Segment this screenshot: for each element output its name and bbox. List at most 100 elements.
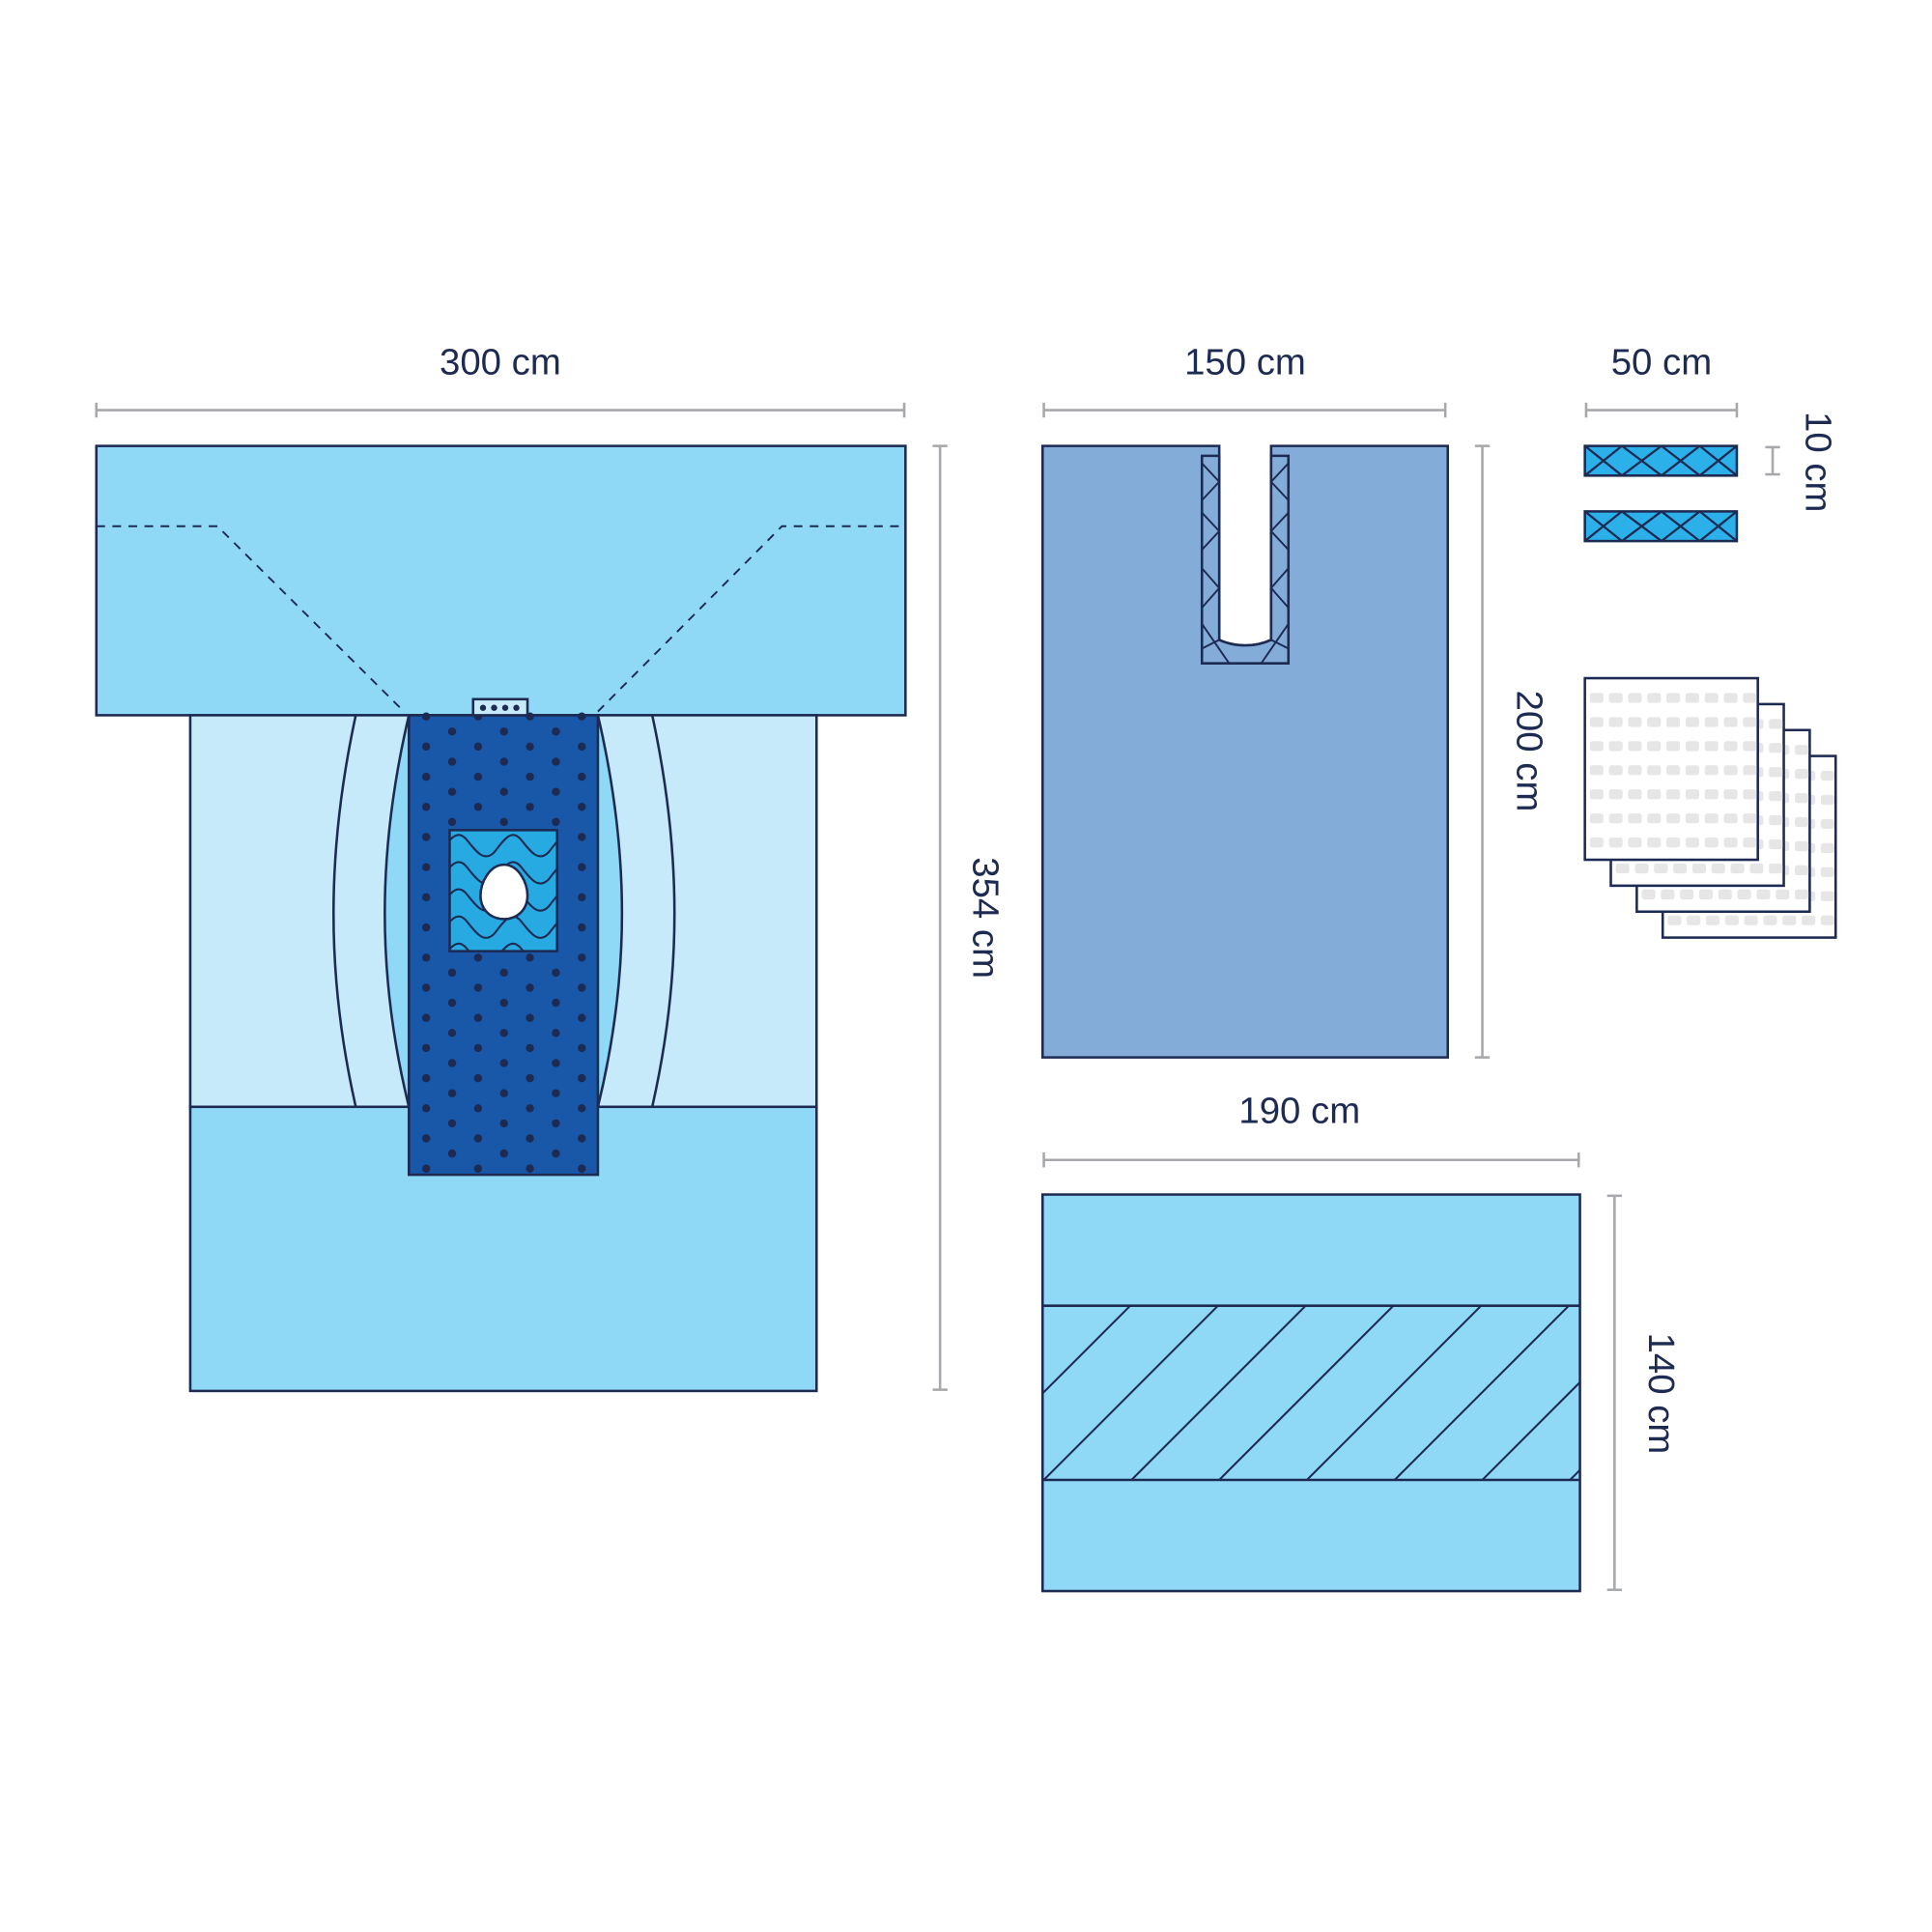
dot	[526, 742, 534, 752]
dot	[473, 953, 483, 962]
swab-grid-cell	[1744, 915, 1758, 925]
swab-grid-cell	[1628, 717, 1642, 727]
dot	[447, 1119, 457, 1128]
table-cover-sheet	[1041, 1193, 1581, 1593]
dot	[473, 983, 483, 992]
swab-grid-cell	[1647, 765, 1662, 776]
swab-grid-cell	[1705, 915, 1720, 925]
swab-grid-cell	[1608, 693, 1623, 703]
dot	[552, 727, 560, 736]
swab-grid-cell	[1795, 840, 1809, 852]
dot	[421, 983, 431, 992]
dot	[421, 1073, 431, 1083]
swab-grid-cell	[1647, 693, 1662, 703]
dot	[499, 1029, 508, 1037]
swab-grid-cell	[1647, 741, 1662, 752]
hatch-line	[1394, 1305, 1570, 1480]
main-drape-height-label: 354 cm	[965, 857, 1007, 979]
swab-grid-cell	[1704, 838, 1719, 848]
dot	[421, 863, 431, 871]
hatch-line	[1306, 1305, 1482, 1480]
swab-grid-cell	[1704, 693, 1719, 703]
tube-holder-holes	[479, 704, 520, 711]
swab-grid-cell	[1691, 863, 1706, 874]
dot	[447, 968, 457, 978]
dot	[552, 757, 560, 766]
dot	[421, 1043, 431, 1053]
table-cover-width-dimension	[1042, 1152, 1580, 1168]
swab-grid-cell	[1628, 838, 1642, 848]
swab-grid-cell	[1730, 863, 1745, 874]
swab-grid-cell	[1654, 863, 1668, 874]
tape-width-label: 50 cm	[1611, 341, 1712, 383]
dot	[473, 772, 483, 781]
swab-grid-cell	[1667, 915, 1682, 925]
dot	[499, 1059, 508, 1067]
table-cover-width-label: 190 cm	[1238, 1090, 1360, 1131]
swab-grid-cell	[1589, 789, 1604, 800]
swab-grid-cell	[1634, 863, 1649, 874]
dot	[421, 772, 431, 781]
dot	[578, 1073, 586, 1083]
dot	[526, 953, 534, 962]
swab-grid-cell	[1743, 693, 1757, 703]
dot	[578, 953, 586, 962]
dot	[473, 742, 483, 752]
swab-grid-cell	[1628, 741, 1642, 752]
tape-strip-body	[1583, 510, 1739, 543]
dot	[447, 727, 457, 736]
dot	[552, 1119, 560, 1128]
dot	[552, 1089, 560, 1097]
swab-grid-cell	[1666, 741, 1681, 752]
u-drape-cross-pattern	[1201, 462, 1290, 665]
swab-grid-cell	[1723, 693, 1738, 703]
dot	[526, 772, 534, 781]
dot	[473, 1073, 483, 1083]
swab-grid-cell	[1685, 765, 1699, 776]
dot	[552, 1029, 560, 1037]
dot	[499, 1089, 508, 1097]
dot	[421, 742, 431, 752]
dot	[578, 1013, 586, 1022]
swab-grid-cell	[1820, 770, 1834, 781]
dot	[447, 787, 457, 796]
swab-grid-cell	[1795, 865, 1809, 876]
dot	[499, 757, 508, 766]
tape-strip	[1583, 510, 1739, 543]
dot	[578, 712, 586, 721]
swab-grid-cell	[1685, 693, 1699, 703]
swab-grid-cell	[1589, 717, 1604, 727]
hatch-line	[1042, 1305, 1131, 1395]
dot	[499, 817, 508, 827]
dot	[421, 833, 431, 841]
dot	[552, 1149, 560, 1158]
table-cover: 190 cm 140 cm	[1041, 1090, 1682, 1593]
dot	[578, 863, 586, 871]
swab-grid-cell	[1685, 838, 1699, 848]
swab-stack	[1583, 676, 1837, 939]
tape-height-dimension	[1765, 445, 1780, 476]
dot	[526, 1104, 534, 1113]
swab-grid-cell	[1628, 813, 1642, 824]
swab-grid-cell	[1749, 863, 1764, 874]
tape-strips: 50 cm 10 cm	[1583, 341, 1839, 543]
swab-grid-cell	[1673, 863, 1688, 874]
dot	[526, 1164, 534, 1173]
dot	[421, 1134, 431, 1143]
dot	[421, 923, 431, 932]
swab-grid-cell	[1795, 889, 1809, 899]
fold-lines	[96, 525, 906, 713]
dot	[526, 1134, 534, 1143]
swab-grid-cell	[1647, 838, 1662, 848]
swab-grid-cell	[1685, 717, 1699, 727]
swab-grid-cell	[1737, 889, 1751, 899]
swab-grid-cell	[1763, 915, 1777, 925]
swab-grid-cell	[1687, 915, 1701, 925]
dot	[447, 757, 457, 766]
swab-grid-cell	[1743, 717, 1757, 727]
swab-grid-cell	[1723, 838, 1738, 848]
dot	[421, 712, 431, 721]
dot	[421, 803, 431, 811]
dot	[578, 1104, 586, 1113]
